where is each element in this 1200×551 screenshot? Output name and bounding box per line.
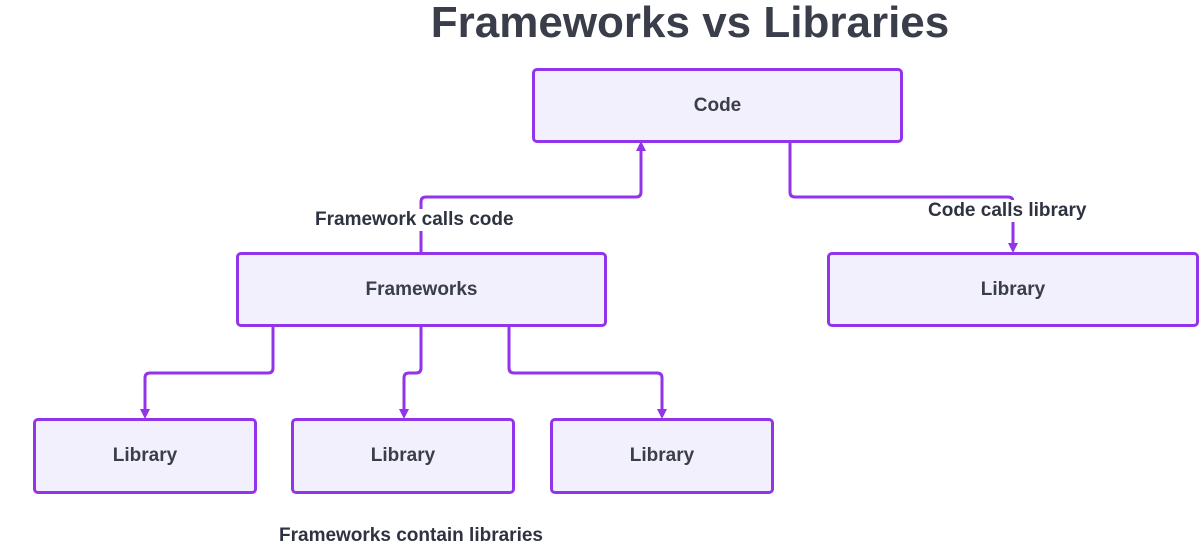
- frameworks-contain-libraries-label: Frameworks contain libraries: [279, 525, 543, 547]
- edge-frameworks-to-code: [419, 141, 646, 253]
- edge-frameworks-to-library-2: [399, 327, 423, 419]
- edge-frameworks-to-library-1: [140, 327, 275, 419]
- frameworks-node[interactable]: Frameworks: [236, 252, 607, 327]
- library-node-1[interactable]: Library: [33, 418, 257, 494]
- edge-frameworks-to-library-3: [507, 327, 667, 419]
- diagram-title: Frameworks vs Libraries: [430, 0, 950, 47]
- edge-code-to-library: [788, 143, 1018, 253]
- framework-calls-code-label: Framework calls code: [315, 209, 514, 231]
- library-node-3[interactable]: Library: [550, 418, 774, 494]
- library-node-2[interactable]: Library: [291, 418, 515, 494]
- library-node-right[interactable]: Library: [827, 252, 1199, 327]
- code-node[interactable]: Code: [532, 68, 903, 143]
- code-calls-library-label: Code calls library: [928, 200, 1087, 222]
